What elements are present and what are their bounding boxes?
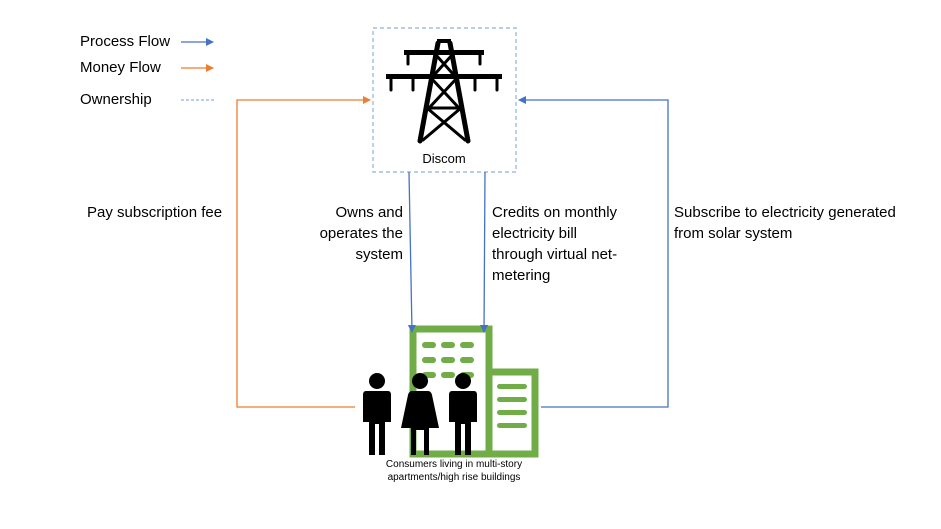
legend-ownership: Ownership xyxy=(80,91,152,108)
credits-line-1: Credits on monthly xyxy=(492,204,618,221)
legend-process-flow: Process Flow xyxy=(80,33,171,50)
discom-box xyxy=(372,27,517,173)
subscribe-label: Subscribe to electricity generated from … xyxy=(674,202,896,244)
pay-subscription-label: Pay subscription fee xyxy=(87,204,223,221)
owns-line-2: operates the xyxy=(319,225,403,242)
credits-arrow xyxy=(480,171,489,333)
owns-arrow xyxy=(407,171,416,333)
woman-icon xyxy=(401,373,439,455)
owns-line-3: system xyxy=(355,246,403,263)
credits-line-3: through virtual net- xyxy=(492,246,618,263)
discom-label: Discom xyxy=(422,151,466,166)
subscribe-arrow xyxy=(518,96,669,408)
man-left-icon xyxy=(363,373,391,455)
credits-line-4: metering xyxy=(492,267,551,284)
consumers-label: Consumers living in multi-story apartmen… xyxy=(359,458,549,484)
credits-line-2: electricity bill xyxy=(492,225,578,242)
transmission-tower-icon xyxy=(386,39,502,144)
man-right-icon xyxy=(449,373,477,455)
owns-operates-label: Owns and operates the system xyxy=(303,202,403,265)
consumers-line-2: apartments/high rise buildings xyxy=(387,472,521,483)
consumers-line-1: Consumers living in multi-story xyxy=(385,459,523,470)
subscribe-line-1: Subscribe to electricity generated xyxy=(674,204,896,221)
subscribe-line-2: from solar system xyxy=(674,225,793,242)
legend-money-flow: Money Flow xyxy=(80,59,161,76)
pay-subscription-arrow xyxy=(236,96,371,408)
owns-line-1: Owns and xyxy=(335,204,403,221)
credits-label: Credits on monthly electricity bill thro… xyxy=(492,202,617,286)
